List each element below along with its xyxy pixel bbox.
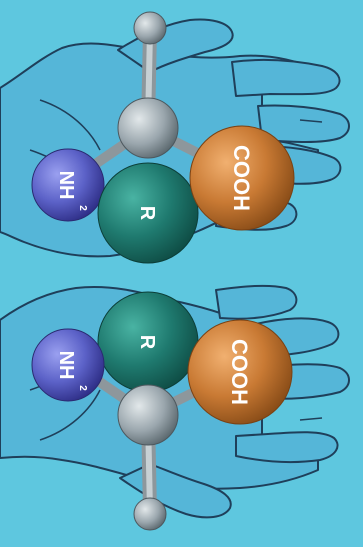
top-molecule-panel: NH 2 R COOH	[0, 12, 349, 263]
top-hydrogen-atom	[134, 12, 166, 44]
top-side-chain-label: R	[136, 206, 158, 221]
bottom-hand-knuckle-line	[300, 418, 322, 420]
top-alpha-carbon-atom	[118, 98, 178, 158]
bottom-hand-finger-4	[216, 286, 296, 319]
top-amino-subscript: 2	[77, 205, 88, 211]
top-carboxyl-label: COOH	[229, 145, 254, 211]
bottom-carboxyl-label: COOH	[227, 339, 252, 405]
bottom-hydrogen-atom	[134, 498, 166, 530]
top-amino-label: NH	[55, 171, 77, 200]
bottom-amino-subscript: 2	[77, 385, 88, 391]
bottom-hand-finger-1	[236, 432, 338, 462]
bottom-molecule-panel: NH 2 R COOH	[0, 286, 349, 530]
bottom-amino-label: NH	[55, 351, 77, 380]
bottom-side-chain-label: R	[136, 335, 158, 350]
bottom-alpha-carbon-atom	[118, 385, 178, 445]
top-hand-finger-1	[232, 60, 340, 96]
